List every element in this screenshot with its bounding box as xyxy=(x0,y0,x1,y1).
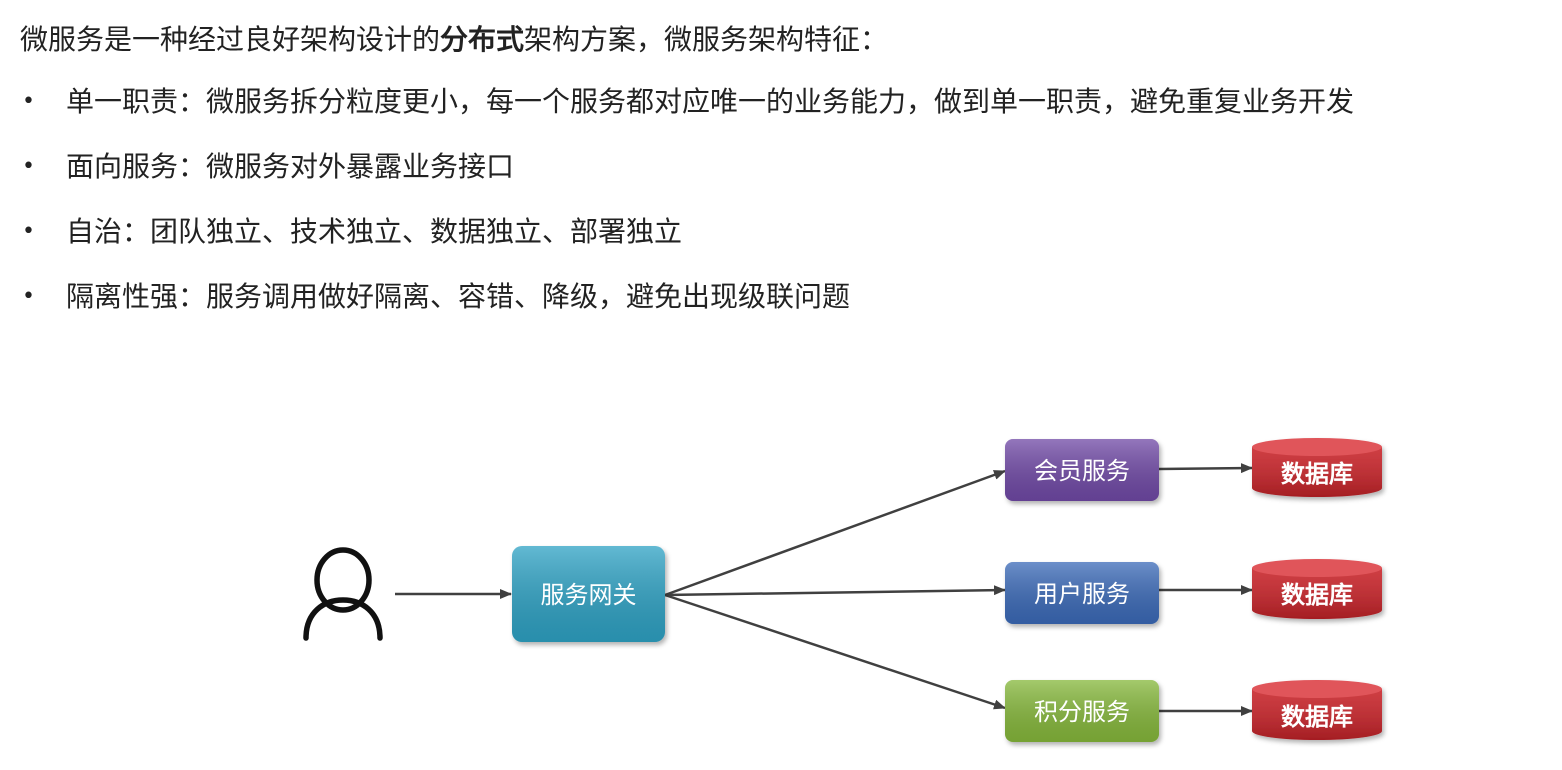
feature-text: 自治：团队独立、技术独立、数据独立、部署独立 xyxy=(66,215,683,248)
arrow-gateway-to-user-service xyxy=(664,585,1006,597)
feature-text: 隔离性强：服务调用做好隔离、容错、降级，避免出现级联问题 xyxy=(66,280,851,313)
gateway-node: 服务网关 xyxy=(512,546,665,642)
points-service-node: 积分服务 xyxy=(1005,680,1159,742)
intro-prefix: 微服务是一种经过良好架构设计的 xyxy=(20,23,441,56)
user-icon xyxy=(303,547,383,641)
database-icon: 数据库 xyxy=(1252,680,1382,740)
arrow-member-service-to-db xyxy=(1158,463,1253,474)
feature-text: 单一职责：微服务拆分粒度更小，每一个服务都对应唯一的业务能力，做到单一职责，避免… xyxy=(66,85,1355,118)
arrow-gateway-to-points-service xyxy=(664,593,1006,710)
member-service-node: 会员服务 xyxy=(1005,439,1159,501)
member-service-label: 会员服务 xyxy=(1034,457,1130,485)
arrow-gateway-to-member-service xyxy=(664,469,1006,597)
intro-suffix: 架构方案，微服务架构特征： xyxy=(524,23,889,56)
feature-text: 面向服务：微服务对外暴露业务接口 xyxy=(66,150,515,183)
database-label: 数据库 xyxy=(1281,703,1353,731)
bullet-icon: • xyxy=(22,284,35,309)
database-icon: 数据库 xyxy=(1252,438,1382,497)
arrow-group xyxy=(395,463,1253,716)
points-service-label: 积分服务 xyxy=(1034,698,1130,726)
database-label: 数据库 xyxy=(1281,581,1353,609)
database-label: 数据库 xyxy=(1281,460,1353,488)
gateway-label: 服务网关 xyxy=(541,581,637,609)
bullet-icon: • xyxy=(22,89,35,114)
bullet-icon: • xyxy=(22,219,35,244)
database-icon: 数据库 xyxy=(1252,559,1382,619)
intro-text: 微服务是一种经过良好架构设计的分布式架构方案，微服务架构特征： xyxy=(20,18,888,62)
bullet-icon: • xyxy=(22,154,35,179)
user-service-node: 用户服务 xyxy=(1005,562,1159,624)
user-service-label: 用户服务 xyxy=(1034,580,1130,608)
intro-emphasis: 分布式 xyxy=(440,23,525,56)
